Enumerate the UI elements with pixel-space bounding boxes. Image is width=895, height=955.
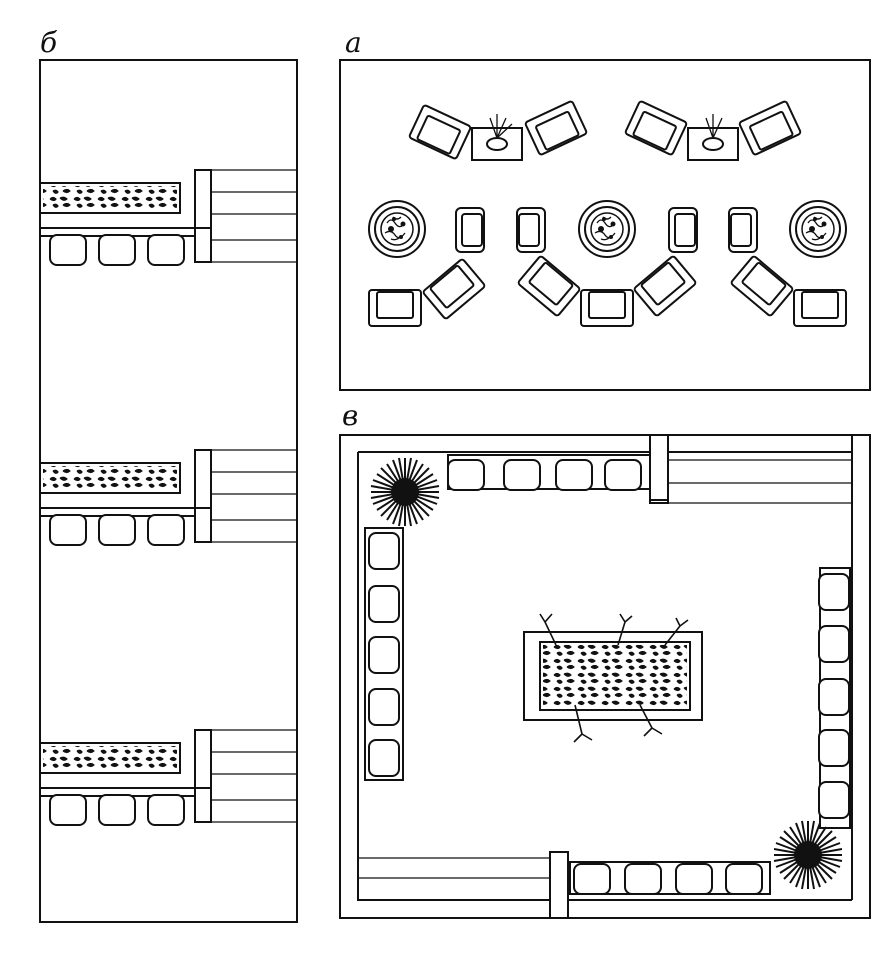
steps — [358, 857, 550, 901]
round-planter — [368, 200, 426, 258]
panel-b-label: б — [40, 26, 58, 59]
bush-plant — [370, 457, 440, 527]
seating-unit-1 — [39, 169, 297, 266]
panel-v-label: в — [342, 399, 358, 432]
panel-a-frame — [339, 59, 871, 391]
bush-plant — [773, 820, 843, 890]
seating-unit-2 — [39, 449, 297, 546]
table-group-1 — [407, 99, 589, 161]
panel-a-label: а — [345, 26, 362, 59]
round-planter — [578, 200, 636, 258]
panel-a: а — [339, 26, 871, 391]
panel-v-frame — [339, 434, 871, 919]
central-planter — [523, 613, 703, 743]
bench-seat — [49, 234, 185, 266]
armchair-row — [368, 254, 847, 327]
steps — [668, 459, 852, 504]
panel-b: б — [39, 26, 298, 923]
round-planter — [789, 200, 847, 258]
seating-unit-3 — [39, 729, 297, 826]
table-group-2 — [623, 99, 803, 161]
panel-v: в — [339, 399, 871, 919]
